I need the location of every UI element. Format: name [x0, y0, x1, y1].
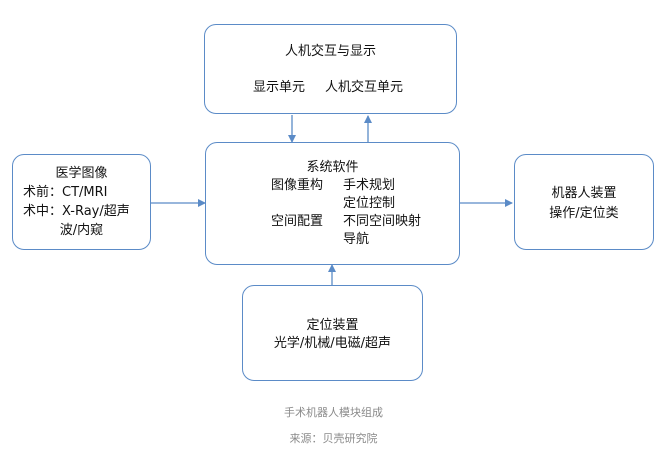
software-spatial-registration: 空间配置: [271, 214, 324, 229]
imaging-intraop-cont: 波/内窥: [59, 223, 104, 238]
imaging-preop: 术前：CT/MRI: [23, 185, 108, 200]
imaging-title: 医学图像: [55, 166, 108, 181]
imaging-intraop: 术中：X-Ray/超声: [23, 204, 130, 219]
software-positioning-control: 定位控制: [343, 196, 396, 211]
figure-caption: 手术机器人模块组成: [284, 406, 383, 419]
figure-source: 来源：贝壳研究院: [289, 432, 378, 445]
hmi-box: 人机交互与显示 显示单元 人机交互单元: [204, 24, 457, 114]
positioning-title: 定位装置: [306, 318, 359, 333]
robot-title: 机器人装置: [551, 186, 617, 201]
software-title: 系统软件: [306, 160, 359, 175]
hmi-title: 人机交互与显示: [284, 44, 376, 59]
imaging-box: 医学图像 术前：CT/MRI 术中：X-Ray/超声 波/内窥: [12, 154, 151, 250]
software-reconstruction: 图像重构: [271, 178, 324, 193]
interaction-unit-label: 人机交互单元: [325, 80, 404, 95]
positioning-box: 定位装置 光学/机械/电磁/超声: [242, 285, 423, 381]
robot-box: 机器人装置 操作/定位类: [514, 154, 654, 250]
display-unit-label: 显示单元: [253, 80, 306, 95]
software-space-mapping: 不同空间映射: [343, 214, 422, 229]
software-navigation: 导航: [343, 232, 370, 247]
positioning-subtitle: 光学/机械/电磁/超声: [273, 336, 392, 351]
software-surgical-planning: 手术规划: [343, 178, 396, 193]
software-box: 系统软件 图像重构 手术规划 定位控制 空间配置 不同空间映射 导航: [205, 142, 460, 265]
robot-subtitle: 操作/定位类: [549, 206, 619, 221]
